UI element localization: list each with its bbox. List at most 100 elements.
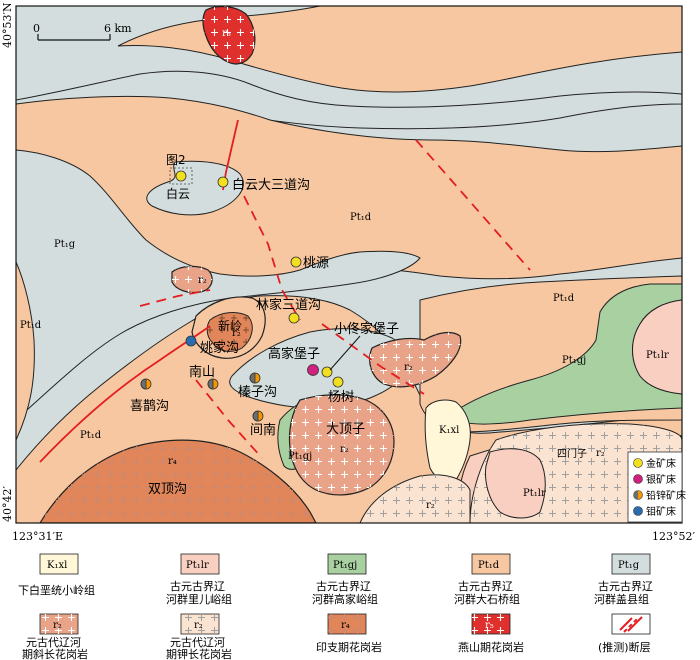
label-pt1d-west: Pt₁d (20, 320, 42, 331)
gold-deposit-baiyun (175, 170, 187, 182)
map-frame (15, 5, 683, 524)
unit-k1xl-area (424, 399, 471, 482)
gold-deposit-yangshu (332, 376, 344, 388)
label-r2-xinling: r₂ (232, 328, 241, 339)
scale-bar: 0 6 km (33, 22, 132, 41)
coord-bottom-left-lon: 123°31′E (12, 530, 63, 543)
label-r2b-simenzi: r₂ (596, 448, 605, 459)
place-xiaotong: 小佟家堡子 (334, 321, 399, 337)
gold-deposit-xiaotong (321, 366, 333, 378)
legend-k1xl-box-label: K₁xl (47, 560, 67, 571)
legend-gold-swatch (633, 458, 643, 468)
label-r2-small: r₂ (198, 275, 207, 286)
label-pt1d-south: Pt₁d (80, 430, 102, 441)
place-yangshu: 杨树 (328, 390, 354, 405)
leader-line-xiaotong (329, 335, 361, 371)
legend-r4: r₄ 印支期花岗岩 (316, 613, 382, 654)
deposit-legend: 金矿床 银矿床 铅锌矿床 钼矿床 (627, 451, 686, 523)
unit-r2-small-crosses (172, 266, 213, 293)
legend-pt1gj: Pt₁gj 古元古界辽 河群高家峪组 (312, 553, 378, 606)
coord-top-left: 40°53′N (1, 2, 14, 48)
legend-r2b-desc1: 元古代辽河 (170, 636, 225, 649)
place-shuangding: 双顶沟 (148, 482, 187, 497)
legend-pt1d-desc2: 河群大石桥组 (454, 592, 520, 606)
legend-r5-box-label: r₅ (485, 620, 494, 631)
place-baiyun: 白云 (166, 186, 190, 201)
legend-mo-swatch (633, 506, 643, 516)
place-gaojia: 高家堡子 (268, 346, 320, 362)
legend-pt1lr-desc1: 古元古界辽 (170, 580, 225, 593)
gold-deposit-baiyun-dsg (217, 176, 229, 188)
pbzn-deposit-jiannan (252, 410, 264, 422)
unit-r2-dading-crosses (289, 394, 394, 495)
label-pt1g: Pt₁g (54, 239, 76, 250)
place-dading: 大顶子 (326, 422, 365, 437)
legend-fault: (推测)断层 (598, 613, 651, 654)
legend-k1xl-desc: 下白垩统小岭组 (18, 583, 95, 597)
unit-pt1d-west (16, 261, 35, 441)
legend-r2-desc1: 元古代辽河 (26, 636, 81, 649)
unit-pt1g-west-lobe (16, 149, 421, 421)
legend-pt1lr-desc2: 河群里儿峪组 (166, 592, 232, 606)
label-pt1lr: Pt₁lr (646, 350, 669, 361)
unit-r2-xinling-crosses (207, 312, 253, 352)
place-zhenzi: 榛子沟 (238, 385, 277, 400)
legend-r2b-box-label: r₂ (194, 620, 203, 631)
place-simenzi: 四门子 (557, 447, 587, 460)
label-pt1d-center: Pt₁d (350, 212, 372, 223)
pbzn-deposit-zhenzi (249, 372, 261, 384)
legend-mo-label: 钼矿床 (646, 505, 676, 518)
fault-dashed-se (321, 323, 425, 395)
unit-r2b-west-crosses (360, 474, 470, 523)
legend-gold-label: 金矿床 (646, 457, 676, 470)
fault-dashed-s (195, 379, 263, 459)
unit-pt1lr-inner (485, 448, 546, 519)
legend-r5: r₅ 燕山期花岗岩 (458, 613, 524, 654)
legend-pt1d-box-label: Pt₁d (478, 560, 500, 571)
label-r5: r₅ (222, 28, 231, 39)
coord-bottom-left: 40°42′ (1, 486, 14, 522)
unit-pt1g-baiyun-bay (146, 160, 244, 216)
map-area (16, 6, 682, 523)
legend-r4-box-label: r₄ (341, 620, 350, 631)
place-yaojia: 姚家沟 (200, 340, 239, 356)
mo-deposit-yaojia (185, 335, 197, 347)
place-fig2: 图2 (166, 153, 186, 167)
coord-bottom-right-lon: 123°52′ (652, 530, 695, 543)
label-k1xl: K₁xl (439, 425, 459, 436)
place-nanshan: 南山 (189, 364, 215, 380)
label-pt1lr-south: Pt₁lr (523, 488, 546, 499)
legend-r2-box-label: r₂ (53, 620, 62, 631)
legend-pt1lr-box-label: Pt₁lr (186, 560, 209, 571)
scale-end: 6 km (104, 22, 132, 35)
place-jiannan: 间南 (250, 422, 276, 438)
legend-k1xl: K₁xl 下白垩统小岭组 (18, 553, 95, 597)
fault-dashed-east (415, 139, 531, 271)
place-xique: 喜鹊沟 (130, 399, 169, 414)
legend-pbzn-label: 铅锌矿床 (646, 489, 686, 502)
legend-silver-label: 银矿床 (646, 473, 676, 486)
unit-pt1lr-east (632, 299, 682, 395)
legend-pt1gj-desc1: 古元古界辽 (316, 580, 371, 593)
unit-r4-granite-crosses (40, 440, 316, 523)
silver-deposit-gaojia (307, 364, 319, 376)
deposits (140, 167, 361, 422)
pbzn-deposit-xique (140, 378, 152, 390)
label-pt1gj: Pt₁gj (562, 355, 586, 366)
scale-zero: 0 (33, 22, 40, 35)
label-pt1gj-small: Pt₁gj (288, 451, 312, 462)
legend-pt1gj-desc2: 河群高家峪组 (312, 592, 378, 606)
legend: K₁xl 下白垩统小岭组 Pt₁lr 古元古界辽 河群里儿峪组 Pt₁gj 古元… (18, 553, 653, 660)
gold-deposit-linjia (288, 312, 300, 324)
legend-pt1d-desc1: 古元古界辽 (458, 580, 513, 593)
legend-pt1lr: Pt₁lr 古元古界辽 河群里儿峪组 (166, 553, 232, 606)
legend-silver-swatch (633, 474, 643, 484)
place-linjia: 林家三道沟 (256, 297, 321, 313)
place-xinling: 新岭 (218, 318, 242, 333)
fault-dashed-sw (139, 289, 211, 307)
legend-pt1d: Pt₁d 古元古界辽 河群大石桥组 (454, 553, 520, 606)
label-r2-east: r₂ (404, 362, 413, 373)
legend-r4-desc: 印支期花岗岩 (316, 640, 382, 654)
legend-fault-desc: (推测)断层 (598, 640, 651, 654)
